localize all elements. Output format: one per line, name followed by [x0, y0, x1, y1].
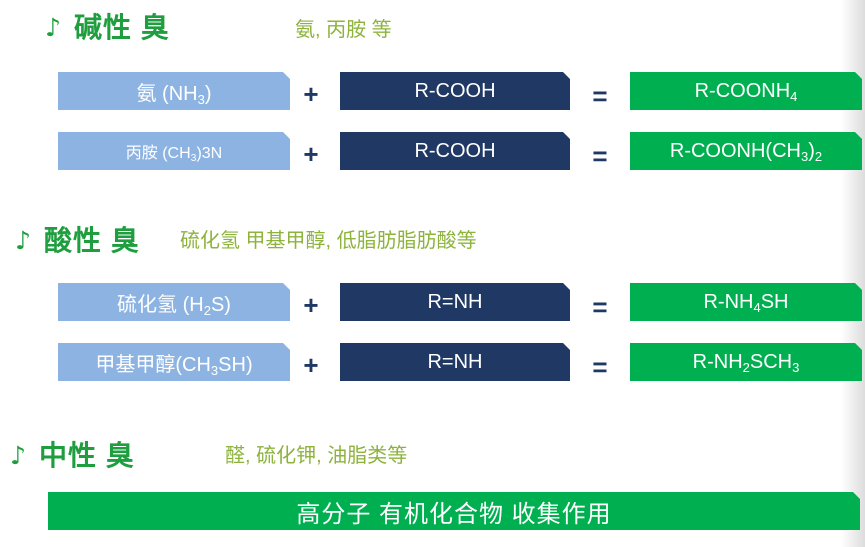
- text-segment: ): [808, 139, 815, 162]
- banner-text: 高分子 有机化合物 收集作用: [296, 500, 612, 528]
- reactant-text: 丙胺 (CH3)3N: [126, 139, 222, 163]
- reactant-box: 丙胺 (CH3)3N: [58, 132, 290, 170]
- reactant-text: 甲基甲醇(CH3SH): [95, 348, 252, 377]
- product-text: R-NH2SCH3: [693, 351, 800, 374]
- text-segment: R-NH: [692, 350, 743, 373]
- collection-banner: 高分子 有机化合物 收集作用: [48, 492, 860, 530]
- equals-sign: =: [592, 292, 608, 322]
- reagent-text: R-COOH: [414, 139, 496, 162]
- subscript: 2: [742, 359, 750, 375]
- reagent-box: R=NH: [340, 283, 570, 321]
- text-segment: SH: [760, 290, 789, 313]
- text-segment: ): [204, 82, 212, 105]
- equals-sign: =: [592, 141, 608, 171]
- section-header-acidic: ♪ 酸性 臭: [15, 221, 140, 261]
- plus-sign: +: [303, 350, 319, 380]
- text-segment: 氨 (NH: [136, 82, 198, 105]
- reagent-text: R-COOH: [414, 79, 496, 102]
- equation-row: 丙胺 (CH3)3N + R-COOH = R-COONH(CH3)2: [58, 132, 862, 171]
- product-text: R-NH4SH: [703, 291, 788, 314]
- section-subtitle: 氨, 丙胺 等: [295, 19, 392, 41]
- subscript: 3: [800, 148, 809, 164]
- subscript: 3: [792, 359, 800, 375]
- plus-sign: +: [303, 79, 319, 109]
- reactant-box: 硫化氢 (H2S): [58, 283, 290, 321]
- section-title: 酸性 臭: [43, 225, 140, 256]
- text-segment: 硫化氢 (H: [117, 293, 204, 316]
- text-segment: R-NH: [703, 290, 754, 313]
- section-title: 中性 臭: [38, 440, 135, 471]
- equation-row: 硫化氢 (H2S) + R=NH = R-NH4SH: [58, 283, 862, 322]
- text-segment: SCH: [749, 350, 793, 373]
- music-note-icon: ♪: [15, 226, 31, 255]
- equals-sign: =: [592, 352, 608, 382]
- subscript: 3: [210, 362, 219, 378]
- text-segment: 甲基甲醇(CH: [95, 353, 211, 376]
- product-text: R-COONH4: [695, 80, 798, 103]
- music-note-icon: ♪: [45, 13, 61, 42]
- reactant-box: 甲基甲醇(CH3SH): [58, 343, 290, 381]
- reagent-box: R-COOH: [340, 132, 570, 170]
- section-subtitle: 醛, 硫化钾, 油脂类等: [225, 445, 408, 467]
- product-box: R-COONH4: [630, 72, 862, 110]
- music-note-icon: ♪: [10, 441, 26, 470]
- subscript: 2: [814, 148, 823, 164]
- reagent-box: R=NH: [340, 343, 570, 381]
- reagent-box: R-COOH: [340, 72, 570, 110]
- text-segment: SH): [218, 353, 253, 376]
- product-box: R-NH4SH: [630, 283, 862, 321]
- subscript: 4: [790, 88, 798, 104]
- text-segment: S): [210, 293, 231, 316]
- product-box: R-NH2SCH3: [630, 343, 862, 381]
- reactant-text: 硫化氢 (H2S): [117, 288, 231, 317]
- section-subtitle: 硫化氢 甲基甲醇, 低脂肪脂肪酸等: [180, 230, 477, 252]
- equation-row: 甲基甲醇(CH3SH) + R=NH = R-NH2SCH3: [58, 343, 862, 382]
- subscript: 2: [203, 302, 211, 318]
- subscript: 3: [197, 91, 205, 107]
- reagent-text: R=NH: [427, 350, 483, 373]
- reactant-box: 氨 (NH3): [58, 72, 290, 110]
- equation-row: 氨 (NH3) + R-COOH = R-COONH4: [58, 72, 862, 111]
- product-box: R-COONH(CH3)2: [630, 132, 862, 170]
- section-header-neutral: ♪ 中性 臭: [10, 436, 135, 476]
- text-segment: 丙胺 (CH: [125, 145, 191, 162]
- reactant-text: 氨 (NH3): [136, 77, 211, 106]
- equals-sign: =: [592, 81, 608, 111]
- product-text: R-COONH(CH3)2: [670, 140, 822, 163]
- plus-sign: +: [303, 139, 319, 169]
- plus-sign: +: [303, 290, 319, 320]
- text-segment: R-COONH(CH: [669, 139, 801, 162]
- section-header-alkaline: ♪ 碱性 臭: [45, 8, 170, 48]
- text-segment: R-COONH: [694, 79, 791, 102]
- reagent-text: R=NH: [427, 290, 483, 313]
- section-title: 碱性 臭: [73, 12, 170, 43]
- subscript: 4: [753, 299, 761, 315]
- text-segment: )3N: [196, 145, 223, 162]
- subscript: 3: [190, 153, 197, 165]
